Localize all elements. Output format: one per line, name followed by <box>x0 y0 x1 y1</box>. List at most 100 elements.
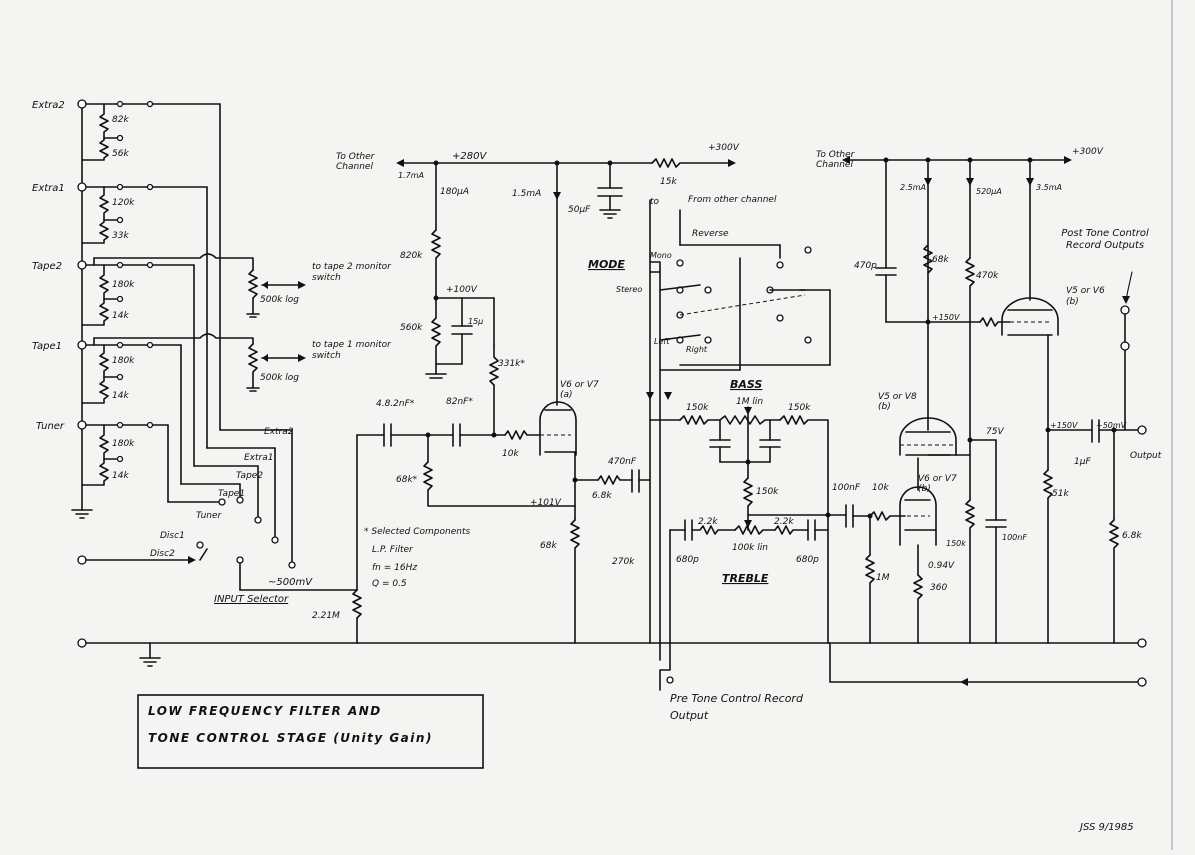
tone-network <box>649 406 906 644</box>
current-left: 1.7mA <box>398 171 424 180</box>
cap-470p: 470p <box>854 261 877 271</box>
current-520: 520μA <box>976 187 1002 196</box>
current-180: 180μA <box>440 187 469 197</box>
bass-r1: 150k <box>686 403 709 413</box>
res-270k: 270k <box>612 557 635 567</box>
treble-pot: 100k lin <box>732 543 768 553</box>
title-line-1: LOW FREQUENCY FILTER AND <box>148 704 382 718</box>
tap-label-extra2: Extra2 <box>264 427 294 437</box>
note-fn: fn = 16Hz <box>372 563 417 573</box>
input-label-disc2: Disc2 <box>150 549 175 559</box>
res-extra2-a: 82k <box>112 115 129 125</box>
tap-label-tape1: Tape1 <box>218 489 245 499</box>
rail-300-left: +300V <box>708 143 740 153</box>
cap-50u: 50μF <box>568 205 591 215</box>
res-6-8k: 6.8k <box>592 491 612 501</box>
res-tape1-b: 14k <box>112 391 129 401</box>
input-selector-label: INPUT Selector <box>214 594 289 605</box>
mode-title: MODE <box>588 258 625 271</box>
res-10k-stage2: 10k <box>872 483 889 493</box>
note-lpf: L.P. Filter <box>372 545 414 555</box>
res-tape1-a: 180k <box>112 356 135 366</box>
to-other-channel-left: To Other Channel <box>336 152 374 172</box>
mode-mono: Mono <box>650 251 672 260</box>
input-label-disc1: Disc1 <box>160 531 185 541</box>
res-360: 360 <box>930 583 947 593</box>
cap-82nF: 82nF* <box>446 397 473 407</box>
valve-v5 <box>899 162 1007 644</box>
to-tape1-note: to tape 1 monitor switch <box>312 340 391 361</box>
cap-470nF: 470nF <box>608 457 637 467</box>
bass-pot: 1M lin <box>736 397 763 407</box>
title-box <box>137 694 484 769</box>
out-res-51k: 51k <box>1052 489 1069 499</box>
to-other-channel-right: To Other Channel <box>816 150 854 170</box>
pre-tone-note: Pre Tone Control Record Output <box>670 692 803 722</box>
pot-tape1: 500k log <box>260 373 299 383</box>
volt-101: +101V <box>530 498 562 508</box>
volt-150: +150V <box>932 313 960 322</box>
mode-to: to <box>650 197 660 207</box>
current-3-5: 3.5mA <box>1036 183 1062 192</box>
treble-c1: 680p <box>676 555 699 565</box>
bass-r2: 150k <box>788 403 811 413</box>
input-label-extra2: Extra2 <box>32 100 65 111</box>
res-150k-stage2: 150k <box>946 539 966 548</box>
input-label-tape1: Tape1 <box>32 341 62 352</box>
res-15k: 15k <box>660 177 677 187</box>
bass-r3: 150k <box>756 487 779 497</box>
res-68k-filter: 68k* <box>396 475 418 485</box>
out-cap-1u: 1μF <box>1074 457 1091 467</box>
res-560k: 560k <box>400 323 423 333</box>
pot-tape2: 500k log <box>260 295 299 305</box>
tap-label-tuner: Tuner <box>196 511 223 521</box>
current-15: 1.5mA <box>512 189 541 199</box>
res-470k: 470k <box>976 271 999 281</box>
valve-v6a-label: V6 or V7 (a) <box>560 380 599 400</box>
to-tape2-note: to tape 2 monitor switch <box>312 262 391 283</box>
res-1M: 1M <box>876 573 890 583</box>
mode-left: Left <box>654 337 670 346</box>
input-label-extra1: Extra1 <box>32 183 65 194</box>
valve-v5-label: V5 or V8 (b) <box>878 392 917 412</box>
mode-reverse: Reverse <box>692 229 729 239</box>
res-68k-right: 68k <box>932 255 949 265</box>
post-tone-note: Post Tone Control Record Outputs <box>1061 228 1149 251</box>
volt-0-94: 0.94V <box>928 561 955 571</box>
input-section <box>71 99 358 591</box>
treble-c2: 680p <box>796 555 819 565</box>
rail-280: +280V <box>452 151 487 162</box>
mode-right: Right <box>686 345 708 354</box>
cap-15u: 15μ <box>468 317 483 326</box>
mode-switch <box>646 199 831 691</box>
tap-label-tape2: Tape2 <box>236 471 263 481</box>
cap-100nF-b: 100nF <box>1002 533 1027 542</box>
valve-v5-top-label: V5 or V6 (b) <box>1066 286 1105 307</box>
volt-100: +100V <box>446 285 478 295</box>
tap-label-extra1: Extra1 <box>244 453 273 463</box>
title-line-2: TONE CONTROL STAGE (Unity Gain) <box>148 731 433 745</box>
bass-title: BASS <box>730 378 762 391</box>
valve-v6b <box>899 457 937 644</box>
treble-r1: 2.2k <box>698 517 718 527</box>
valve-v6a <box>539 401 651 644</box>
treble-r2: 2.2k <box>774 517 794 527</box>
res-tuner-b: 14k <box>112 471 129 481</box>
input-label-tuner: Tuner <box>36 421 65 432</box>
signature: JSS 9/1985 <box>1078 822 1134 833</box>
out-volt-50: ~50mV <box>1096 421 1127 430</box>
res-extra1-b: 33k <box>112 231 129 241</box>
volt-75: 75V <box>986 427 1004 437</box>
rail-300-right: +300V <box>1072 147 1104 157</box>
res-820k: 820k <box>400 251 423 261</box>
ground-bus <box>77 638 1147 687</box>
cap-100nF-stage2: 100nF <box>832 483 861 493</box>
filter-section <box>352 344 576 644</box>
res-331k: 331k* <box>498 359 525 369</box>
res-tape2-b: 14k <box>112 311 129 321</box>
cap-4-8-2nF: 4.8.2nF* <box>376 399 415 409</box>
input-label-tape2: Tape2 <box>32 261 62 272</box>
res-10k-grid: 10k <box>502 449 519 459</box>
